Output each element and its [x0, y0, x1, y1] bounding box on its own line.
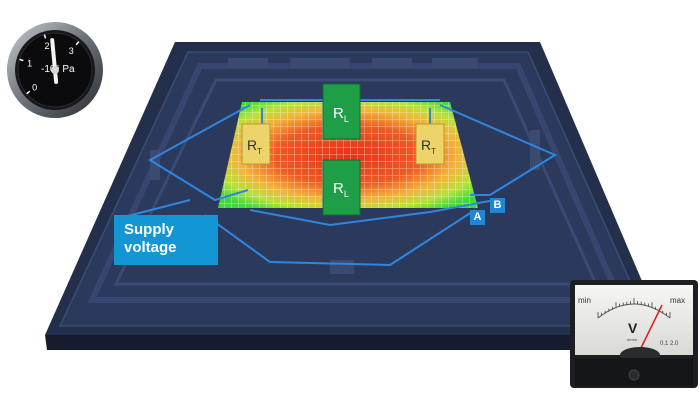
pressure-gauge-tick-label: 3 [69, 46, 74, 56]
voltmeter-scale-ticks [597, 298, 671, 318]
voltmeter-needle [639, 304, 663, 351]
pressure-gauge-tick [75, 41, 80, 46]
pressure-gauge-ticks: 0 1 2 3 [19, 34, 80, 95]
pressure-gauge-tick [26, 90, 31, 95]
supply-voltage-line-2: voltage [124, 239, 177, 256]
voltmeter-sub-label: mmm [627, 337, 638, 342]
voltmeter-corner-text: 0.1 2.0 [660, 341, 679, 347]
resistor-load-top-label: RL [333, 105, 349, 124]
pressure-gauge-tick [19, 58, 24, 62]
pressure-gauge-tick-label: 2 [45, 41, 50, 51]
resistor-temp-right-label: RT [421, 137, 436, 156]
resistor-temp-left: RT [241, 123, 271, 165]
supply-voltage-line-1: Supply [124, 221, 175, 238]
resistor-load-bottom-label: RL [333, 180, 349, 199]
resistor-temp-right: RT [415, 123, 445, 165]
pressure-gauge-tick-label: 1 [27, 59, 32, 69]
supply-voltage-label: Supply voltage [114, 215, 218, 265]
voltmeter: min max V mmm 0.1 2.0 [570, 280, 698, 388]
membrane-heat-map [218, 102, 478, 208]
terminal-a: A [470, 210, 485, 225]
resistor-temp-left-label: RT [247, 137, 262, 156]
pressure-gauge-needle [50, 38, 59, 84]
terminal-b: B [490, 198, 505, 213]
voltmeter-min-label: min [578, 296, 591, 305]
voltmeter-unit: V [628, 320, 638, 336]
resistor-load-bottom: RL [322, 159, 361, 216]
pressure-gauge-tick-label: 0 [32, 83, 37, 93]
pressure-gauge-tick [43, 34, 47, 39]
resistor-load-top: RL [322, 83, 361, 140]
voltmeter-max-label: max [670, 296, 685, 305]
